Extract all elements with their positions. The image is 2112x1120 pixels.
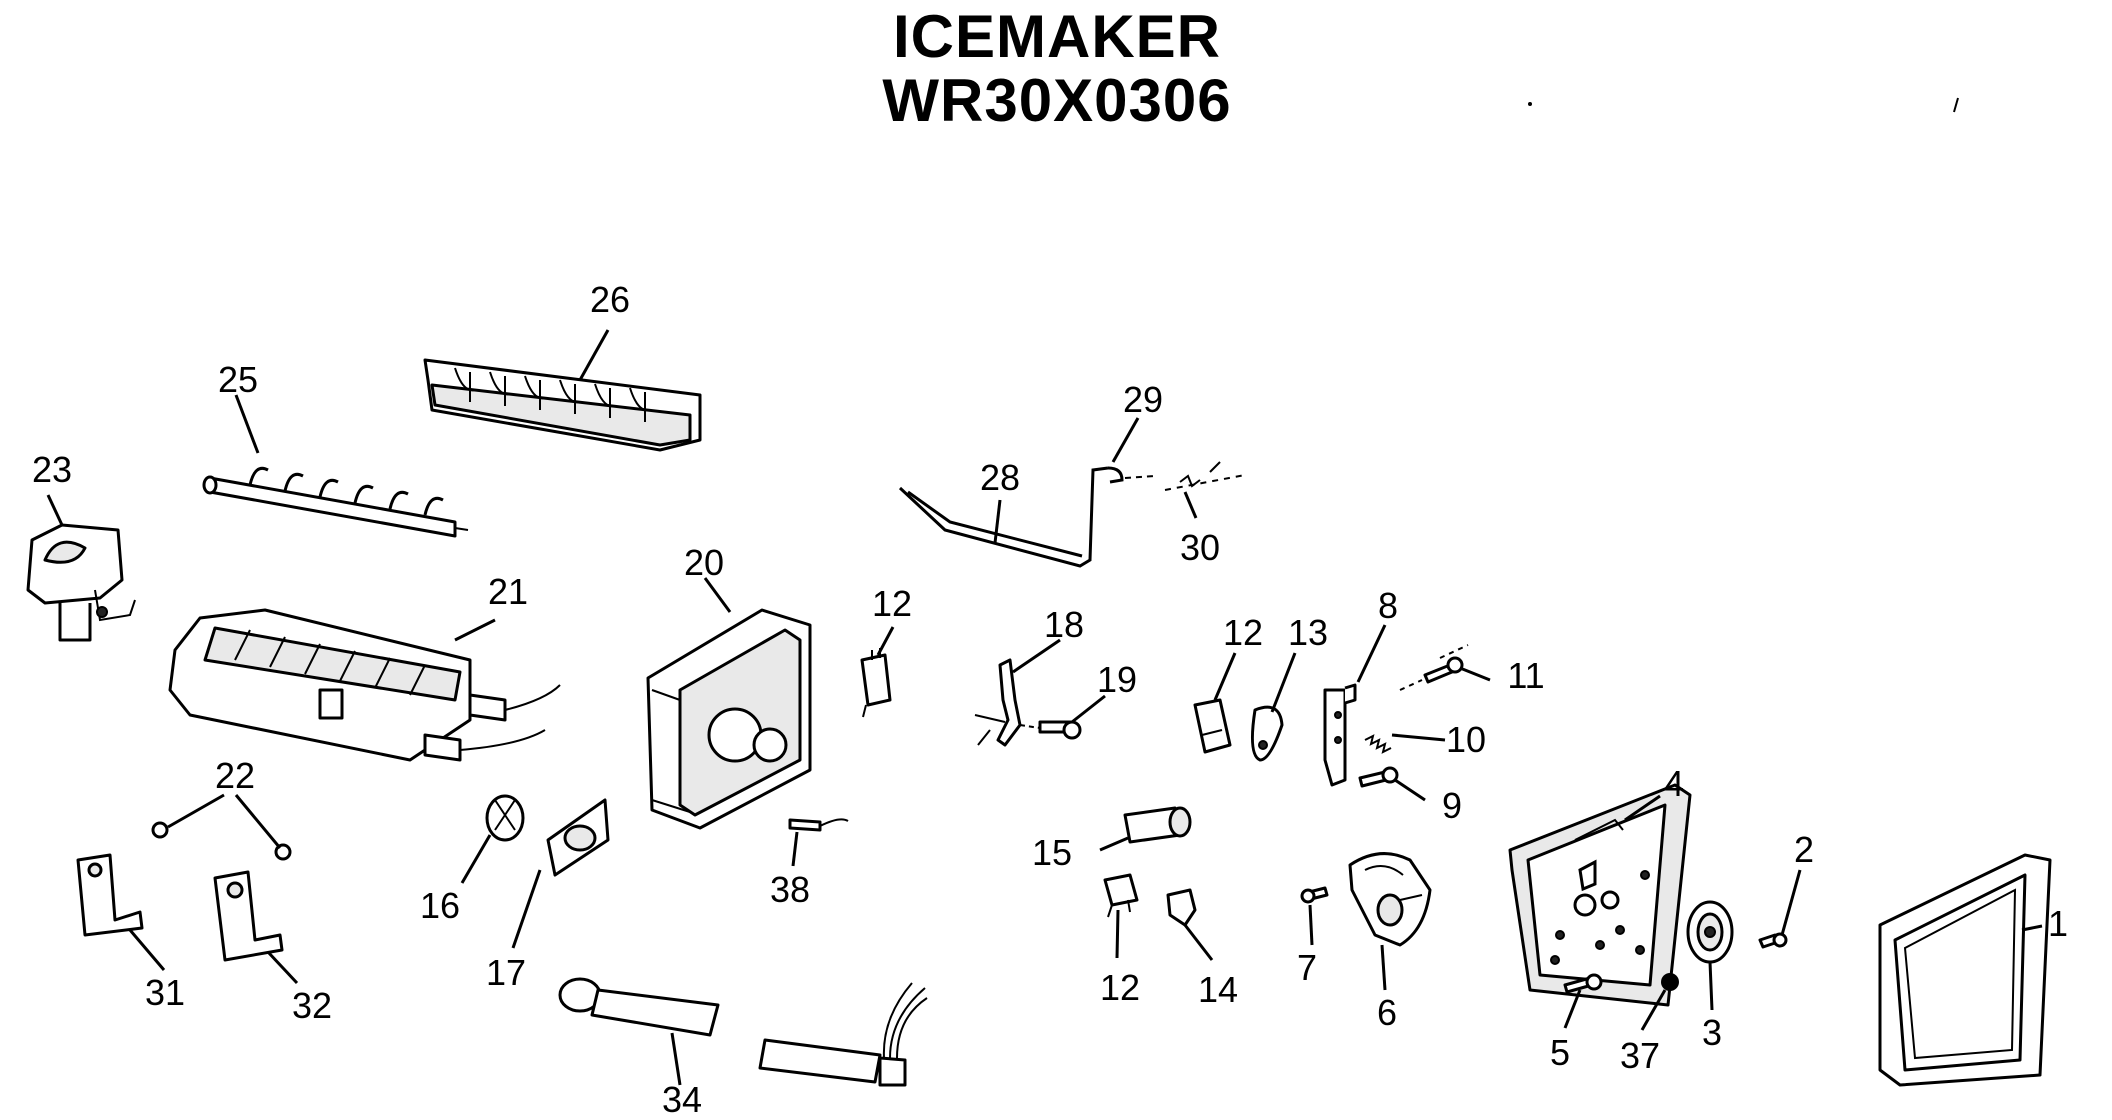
part-13-cam bbox=[1250, 705, 1284, 762]
callout-2: 2 bbox=[1794, 829, 1814, 870]
callout-14: 14 bbox=[1198, 969, 1238, 1010]
part-32-bracket bbox=[213, 870, 284, 962]
part-22-screws bbox=[151, 821, 292, 861]
part-3-gear bbox=[1686, 900, 1734, 964]
callout-15: 15 bbox=[1032, 832, 1072, 873]
part-30-spring bbox=[1164, 461, 1246, 491]
callout-21: 21 bbox=[488, 571, 528, 612]
callout-19: 19 bbox=[1097, 659, 1137, 700]
callout-5: 5 bbox=[1550, 1032, 1570, 1073]
callout-12-top: 12 bbox=[872, 583, 912, 624]
part-28-shutoff-arm bbox=[898, 466, 1109, 568]
part-38-heater-pin bbox=[788, 818, 849, 832]
callout-17: 17 bbox=[486, 952, 526, 993]
part-12-switch-middle bbox=[1193, 698, 1232, 754]
callout-9: 9 bbox=[1442, 785, 1462, 826]
part-31-bracket bbox=[76, 853, 144, 937]
callout-23: 23 bbox=[32, 449, 72, 490]
callout-28: 28 bbox=[980, 457, 1020, 498]
part-23-fill-cup bbox=[26, 523, 136, 642]
part-8-bracket bbox=[1323, 683, 1357, 787]
callout-26: 26 bbox=[590, 279, 630, 320]
part-14-clip bbox=[1166, 888, 1197, 927]
callout-10: 10 bbox=[1446, 719, 1486, 760]
part-12-switch-lower bbox=[1103, 873, 1139, 918]
callout-32: 32 bbox=[292, 985, 332, 1026]
part-7-screw bbox=[1300, 886, 1329, 904]
part-19-screw bbox=[1019, 720, 1082, 740]
callout-38: 38 bbox=[770, 869, 810, 910]
leader-lines bbox=[46, 329, 2043, 1086]
part-6-motor bbox=[1348, 852, 1432, 947]
callout-18: 18 bbox=[1044, 604, 1084, 645]
callout-labels: 1 2 3 4 5 6 7 8 9 10 11 12 12 12 13 14 1… bbox=[32, 279, 2068, 1120]
callout-11: 11 bbox=[1507, 655, 1544, 696]
part-25-ejector bbox=[202, 466, 469, 538]
stray-mark bbox=[1528, 102, 1532, 106]
part-9-screw bbox=[1358, 766, 1399, 788]
part-21-mold bbox=[168, 608, 561, 762]
part-5-screw bbox=[1563, 973, 1603, 994]
part-34-harness bbox=[558, 977, 928, 1087]
callout-31: 31 bbox=[145, 972, 185, 1013]
part-1-cover bbox=[1878, 853, 2052, 1087]
part-number: WR30X0306 bbox=[882, 67, 1232, 134]
part-17-cam bbox=[546, 798, 610, 877]
callout-12-middle: 12 bbox=[1223, 612, 1263, 653]
callout-13: 13 bbox=[1288, 612, 1328, 653]
callout-4: 4 bbox=[1664, 763, 1684, 804]
callout-3: 3 bbox=[1702, 1012, 1722, 1053]
callout-30: 30 bbox=[1180, 527, 1220, 568]
callout-7: 7 bbox=[1297, 947, 1317, 988]
part-37-plug bbox=[1661, 973, 1679, 991]
part-16-gear bbox=[485, 794, 525, 842]
callout-12-lower: 12 bbox=[1100, 967, 1140, 1008]
callout-20: 20 bbox=[684, 542, 724, 583]
part-4-plate bbox=[1508, 783, 1692, 1007]
part-26-stripper bbox=[423, 358, 702, 452]
stray-mark bbox=[1953, 97, 1959, 113]
part-29-arm-end bbox=[1107, 466, 1156, 484]
part-2-screw bbox=[1758, 932, 1788, 949]
callout-22: 22 bbox=[215, 755, 255, 796]
part-18-lever bbox=[974, 658, 1022, 747]
part-15-thermostat bbox=[1123, 806, 1192, 844]
callout-37: 37 bbox=[1620, 1035, 1660, 1076]
callout-6: 6 bbox=[1377, 992, 1397, 1033]
callout-1: 1 bbox=[2048, 903, 2068, 944]
diagram-title: ICEMAKER bbox=[892, 3, 1221, 70]
part-20-housing bbox=[646, 608, 812, 830]
part-10-spring bbox=[1364, 734, 1392, 754]
part-11-screw bbox=[1399, 644, 1469, 691]
callout-25: 25 bbox=[218, 359, 258, 400]
callout-34: 34 bbox=[662, 1079, 702, 1120]
callout-8: 8 bbox=[1378, 585, 1398, 626]
callout-29: 29 bbox=[1123, 379, 1163, 420]
callout-16: 16 bbox=[420, 885, 460, 926]
part-12-switch-top bbox=[860, 648, 892, 718]
